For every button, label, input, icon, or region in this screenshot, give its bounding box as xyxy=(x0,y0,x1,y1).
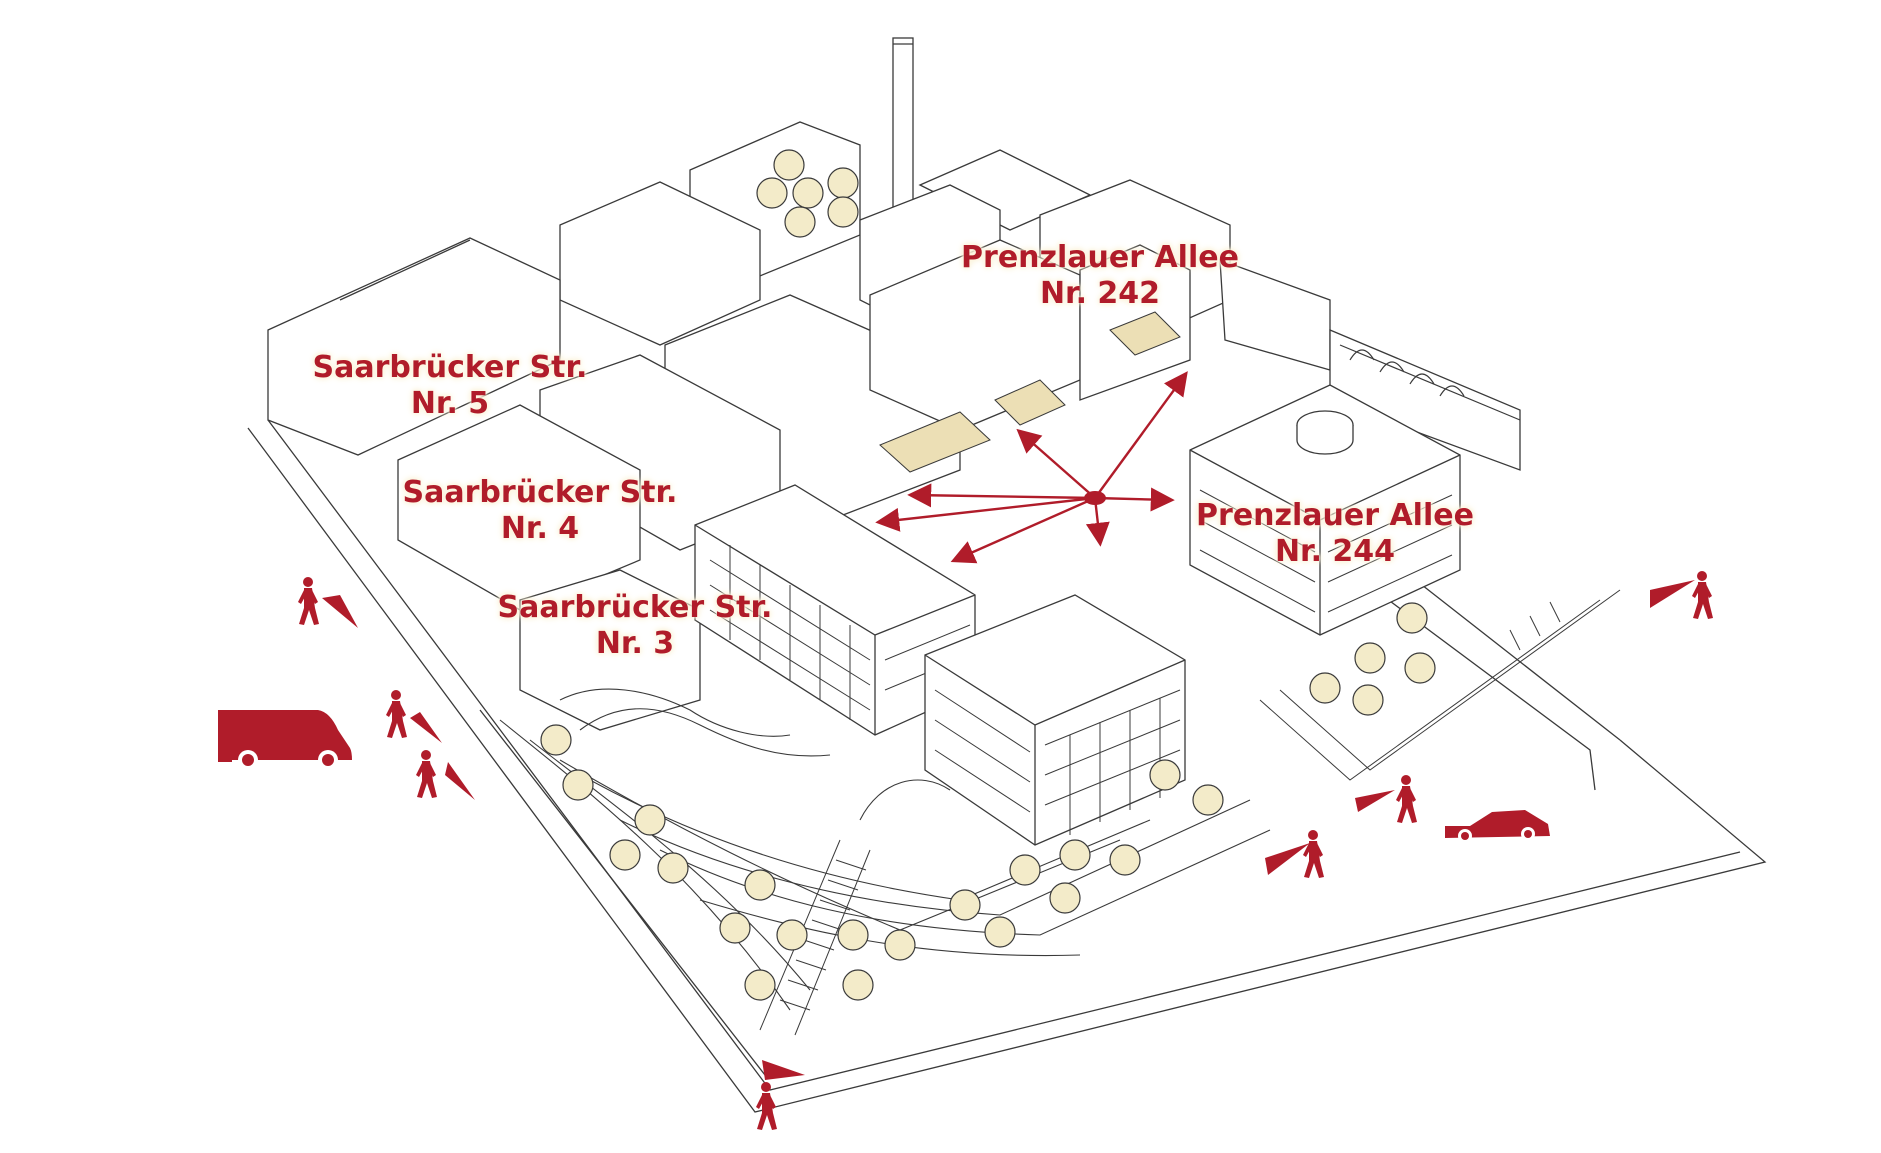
tree xyxy=(773,149,805,181)
tree xyxy=(984,916,1016,948)
buildings-back xyxy=(267,121,1521,471)
view-direction-triangle-icon xyxy=(1265,843,1310,875)
tree xyxy=(1404,652,1436,684)
tree xyxy=(784,206,816,238)
walking-person-icon xyxy=(1692,571,1713,619)
tree xyxy=(1354,642,1386,674)
tree xyxy=(1352,684,1384,716)
label-sb5-line1: Saarbrücker Str. xyxy=(312,350,588,385)
label-sb4-line2: Nr. 4 xyxy=(500,511,580,546)
tree xyxy=(1059,839,1091,871)
label-saarbruecker-5: Saarbrücker Str. Nr. 5 xyxy=(300,350,600,422)
van-icon xyxy=(218,710,352,770)
view-direction-triangle-icon xyxy=(762,1060,805,1080)
label-sb5-line2: Nr. 5 xyxy=(410,386,490,421)
site-outline xyxy=(247,419,1767,1113)
tree xyxy=(1109,844,1141,876)
tree xyxy=(884,929,916,961)
view-direction-triangle-icon xyxy=(445,762,475,800)
label-prenzlauer-allee-242: Prenzlauer Allee Nr. 242 xyxy=(945,240,1255,312)
view-direction-triangle-icons xyxy=(322,580,1695,1080)
tree xyxy=(1309,672,1341,704)
label-sb3-line2: Nr. 3 xyxy=(595,626,675,661)
ramp xyxy=(1259,589,1621,781)
central-hub-marker-icon xyxy=(1084,491,1106,505)
tree xyxy=(562,769,594,801)
tree xyxy=(827,196,859,228)
tree xyxy=(744,969,776,1001)
tree xyxy=(609,839,641,871)
building-front-center xyxy=(694,484,976,736)
tree xyxy=(634,804,666,836)
tree xyxy=(776,919,808,951)
label-pa242-line1: Prenzlauer Allee xyxy=(961,240,1239,275)
buildings-middle xyxy=(397,239,1191,731)
tree xyxy=(1396,602,1428,634)
label-saarbruecker-4: Saarbrücker Str. Nr. 4 xyxy=(390,475,690,547)
arched-wall xyxy=(1339,344,1521,421)
label-pa242-line2: Nr. 242 xyxy=(1039,276,1161,311)
view-direction-triangle-icon xyxy=(1650,580,1695,608)
building-cube-windows xyxy=(1199,489,1453,613)
walking-person-icon xyxy=(416,750,437,798)
view-direction-triangle-icon xyxy=(322,595,358,628)
tree xyxy=(1049,882,1081,914)
label-sb4-line1: Saarbrücker Str. xyxy=(402,475,678,510)
tree xyxy=(827,167,859,199)
tree xyxy=(1009,854,1041,886)
walking-person-icon xyxy=(298,577,319,625)
tree xyxy=(949,889,981,921)
building-front-right-windows xyxy=(934,689,1181,835)
tree xyxy=(837,919,869,951)
walking-person-icon xyxy=(1303,830,1324,878)
building-front-right xyxy=(924,594,1186,846)
view-direction-triangle-icon xyxy=(410,712,442,743)
walking-person-icon xyxy=(1396,775,1417,823)
chimney xyxy=(892,37,914,219)
tree xyxy=(792,177,824,209)
tree xyxy=(1149,759,1181,791)
building-front-center-windows xyxy=(709,545,971,720)
tree xyxy=(657,852,689,884)
tree xyxy=(756,177,788,209)
label-pa244-line1: Prenzlauer Allee xyxy=(1196,498,1474,533)
trees xyxy=(540,149,1436,1001)
tree xyxy=(1192,784,1224,816)
view-arrows xyxy=(875,371,1188,564)
tree xyxy=(540,724,572,756)
car-icon xyxy=(1445,810,1550,843)
roof-highlights xyxy=(879,311,1181,473)
tree xyxy=(719,912,751,944)
view-direction-triangle-icon xyxy=(1355,790,1395,812)
tree xyxy=(842,969,874,1001)
building-cube xyxy=(1189,384,1461,636)
label-pa244-line2: Nr. 244 xyxy=(1274,534,1396,569)
tree xyxy=(744,869,776,901)
label-saarbruecker-3: Saarbrücker Str. Nr. 3 xyxy=(485,590,785,662)
label-prenzlauer-allee-244: Prenzlauer Allee Nr. 244 xyxy=(1180,498,1490,570)
walking-person-icon xyxy=(386,690,407,738)
label-sb3-line1: Saarbrücker Str. xyxy=(497,590,773,625)
